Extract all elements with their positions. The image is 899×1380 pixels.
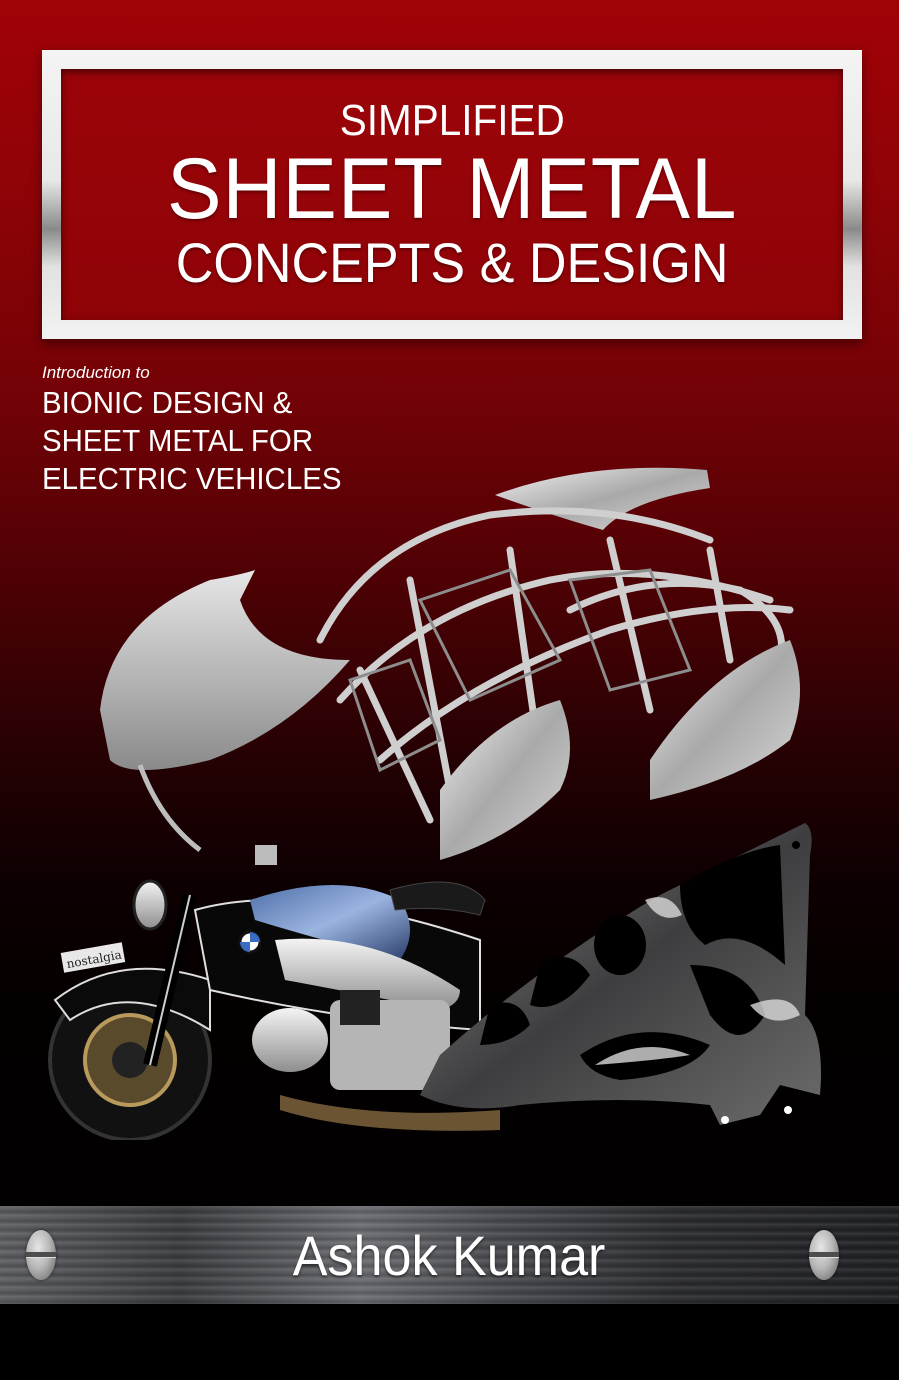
author-name: Ashok Kumar [293, 1223, 606, 1287]
motorcycle-illustration: nostalgia [48, 879, 500, 1140]
subtitle-line-3: ELECTRIC VEHICLES [42, 461, 342, 496]
subtitle: Introduction to BIONIC DESIGN & SHEET ME… [42, 362, 357, 498]
subtitle-line-2: SHEET METAL FOR [42, 423, 314, 458]
title-frame: SIMPLIFIED SHEET METAL CONCEPTS & DESIGN [42, 50, 862, 339]
title-panel: SIMPLIFIED SHEET METAL CONCEPTS & DESIGN [61, 69, 843, 320]
screw-icon [809, 1230, 839, 1280]
author-plate: Ashok Kumar [0, 1206, 899, 1304]
subtitle-line-1: BIONIC DESIGN & [42, 385, 293, 420]
title-line-3: CONCEPTS & DESIGN [175, 230, 729, 294]
title-line-2: SHEET METAL [166, 140, 738, 237]
subtitle-intro: Introduction to [42, 363, 150, 382]
title-line-1: SIMPLIFIED [339, 95, 565, 145]
screw-icon [26, 1230, 56, 1280]
bionic-frame-illustration [420, 823, 821, 1125]
car-body-illustration [100, 467, 800, 865]
